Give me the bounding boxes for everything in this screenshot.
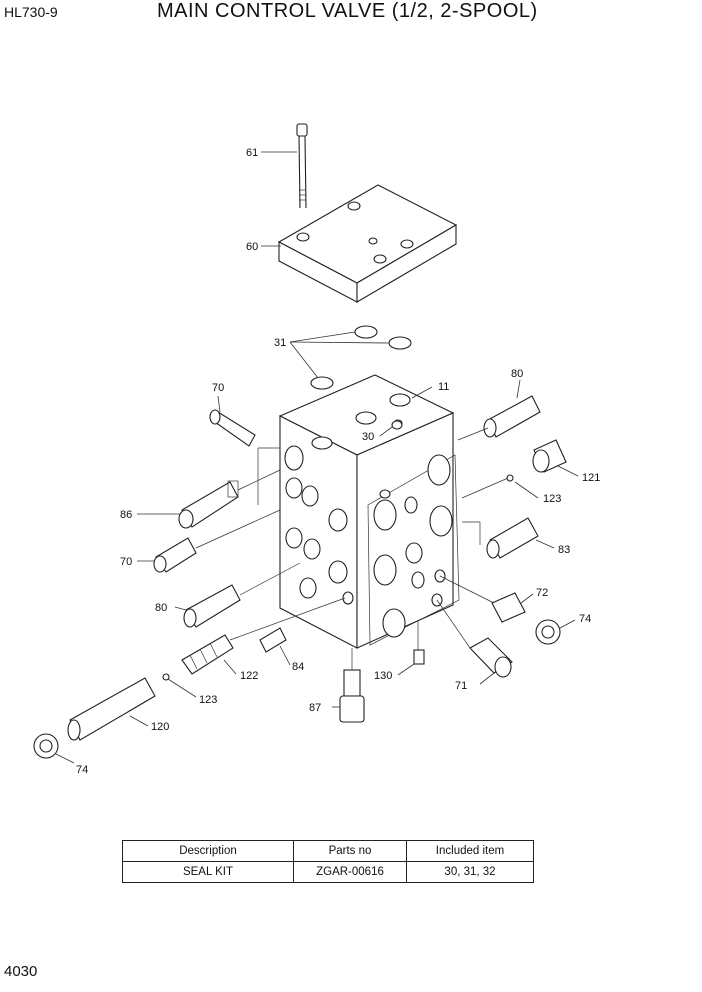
table-header-row: Description Parts no Included item bbox=[122, 840, 534, 862]
plug-130 bbox=[413, 649, 425, 665]
callout-80-right: 80 bbox=[511, 368, 523, 380]
callout-74-right: 74 bbox=[579, 613, 591, 625]
callout-80-left: 80 bbox=[155, 602, 167, 614]
parts-table: Description Parts no Included item SEAL … bbox=[122, 840, 534, 883]
page-number: 4030 bbox=[4, 963, 38, 980]
callout-121: 121 bbox=[582, 472, 600, 484]
ball-123-lower bbox=[162, 673, 170, 681]
cell-parts-no: ZGAR-00616 bbox=[293, 861, 407, 883]
callout-61: 61 bbox=[246, 147, 258, 159]
callout-labels: 61 60 31 11 80 70 30 121 86 123 83 70 72… bbox=[76, 147, 600, 776]
callout-123-lower: 123 bbox=[199, 694, 217, 706]
callout-84: 84 bbox=[292, 661, 304, 673]
callout-11: 11 bbox=[438, 381, 449, 393]
column-header-included-item: Included item bbox=[406, 840, 534, 862]
plug-121 bbox=[532, 439, 567, 473]
valve-80-left bbox=[183, 584, 241, 628]
callout-31: 31 bbox=[274, 337, 286, 349]
callout-122: 122 bbox=[240, 670, 258, 682]
spring-122 bbox=[181, 634, 234, 675]
column-header-description: Description bbox=[122, 840, 294, 862]
cell-included-item: 30, 31, 32 bbox=[406, 861, 534, 883]
poppet-84 bbox=[259, 627, 287, 653]
bolt-61 bbox=[296, 123, 308, 209]
cell-description: SEAL KIT bbox=[122, 861, 294, 883]
valve-body-11 bbox=[278, 374, 460, 649]
callout-123-upper: 123 bbox=[543, 493, 561, 505]
callout-87: 87 bbox=[309, 702, 321, 714]
leader-lines bbox=[55, 151, 579, 764]
cover-plate-60 bbox=[277, 184, 458, 303]
callout-30: 30 bbox=[362, 431, 374, 443]
o-ring-30 bbox=[391, 420, 403, 430]
callout-72: 72 bbox=[536, 587, 548, 599]
plug-70-lower bbox=[153, 537, 197, 573]
callout-120: 120 bbox=[151, 721, 169, 733]
valve-83 bbox=[486, 517, 539, 559]
column-header-parts-no: Parts no bbox=[293, 840, 407, 862]
callout-86: 86 bbox=[120, 509, 132, 521]
o-ring-31c bbox=[310, 376, 334, 390]
o-ring-31a bbox=[354, 325, 378, 339]
spool-120 bbox=[67, 677, 156, 741]
callout-70-lower: 70 bbox=[120, 556, 132, 568]
callout-71: 71 bbox=[455, 680, 467, 692]
cap-74-left bbox=[33, 733, 59, 759]
valve-72 bbox=[491, 592, 526, 623]
ball-123-upper bbox=[506, 474, 514, 482]
valve-87 bbox=[339, 669, 365, 723]
callout-74-left: 74 bbox=[76, 764, 88, 776]
callout-60: 60 bbox=[246, 241, 258, 253]
table-row: SEAL KIT ZGAR-00616 30, 31, 32 bbox=[122, 861, 534, 883]
page-title: MAIN CONTROL VALVE (1/2, 2-SPOOL) bbox=[157, 0, 538, 22]
callout-130: 130 bbox=[374, 670, 392, 682]
model-code: HL730-9 bbox=[4, 4, 58, 20]
o-ring-31b bbox=[388, 336, 412, 350]
plug-71 bbox=[469, 637, 513, 678]
valve-80-right bbox=[483, 395, 541, 438]
relief-valve-86 bbox=[178, 480, 239, 529]
plug-70-upper bbox=[209, 409, 256, 447]
callout-70-upper: 70 bbox=[212, 382, 224, 394]
callout-83: 83 bbox=[558, 544, 570, 556]
cap-74-right bbox=[535, 619, 561, 645]
